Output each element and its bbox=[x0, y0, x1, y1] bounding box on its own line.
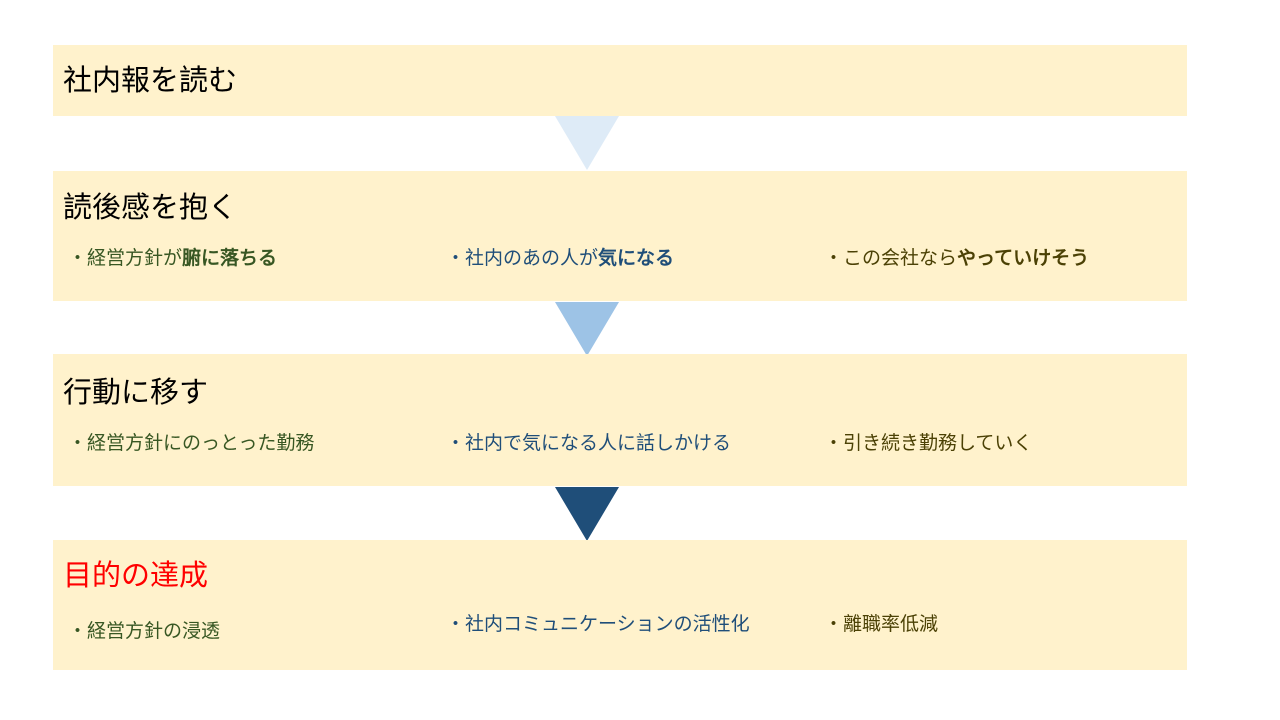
stage-title: 目的の達成 bbox=[63, 558, 209, 592]
bullet-company-future: ・この会社ならやっていけそう bbox=[824, 245, 1089, 271]
bullet-policy-penetration: ・経営方針の浸透 bbox=[68, 618, 220, 644]
bullet-text: ・経営方針にのっとった勤務 bbox=[68, 432, 315, 454]
bullet-communication: ・社内コミュニケーションの活性化 bbox=[446, 611, 750, 637]
stage-take-action: 行動に移す ・経営方針にのっとった勤務 ・社内で気になる人に話しかける ・引き続… bbox=[53, 354, 1187, 486]
down-arrow-icon bbox=[555, 487, 619, 541]
bullet-text: ・経営方針が bbox=[68, 247, 183, 269]
bullet-management-policy: ・経営方針が腑に落ちる bbox=[68, 245, 277, 271]
down-arrow-icon bbox=[555, 302, 619, 356]
bullet-text: ・経営方針の浸透 bbox=[68, 620, 221, 642]
bullet-policy-work: ・経営方針にのっとった勤務 bbox=[68, 430, 314, 456]
bullet-text: ・社内コミュニケーションの活性化 bbox=[446, 613, 750, 635]
bullet-talk-colleague: ・社内で気になる人に話しかける bbox=[446, 430, 731, 456]
stage-title: 読後感を抱く bbox=[63, 190, 238, 224]
bullet-turnover: ・離職率低減 bbox=[824, 611, 938, 637]
bullet-text: ・引き続き勤務していく bbox=[824, 432, 1033, 454]
bullet-text: ・社内で気になる人に話しかける bbox=[446, 432, 732, 454]
stage-impression: 読後感を抱く ・経営方針が腑に落ちる ・社内のあの人が気になる ・この会社ならや… bbox=[53, 171, 1187, 301]
stage-goal-achieved: 目的の達成 ・経営方針の浸透 ・社内コミュニケーションの活性化 ・離職率低減 bbox=[53, 540, 1187, 670]
stage-title: 社内報を読む bbox=[63, 63, 238, 97]
bullet-text: ・この会社なら bbox=[824, 247, 958, 269]
bullet-emphasis: 気になる bbox=[598, 247, 675, 269]
bullet-text: ・社内のあの人が bbox=[446, 247, 599, 269]
bullet-colleague: ・社内のあの人が気になる bbox=[446, 245, 674, 271]
bullet-continue-work: ・引き続き勤務していく bbox=[824, 430, 1032, 456]
bullet-emphasis: やっていけそう bbox=[957, 247, 1090, 269]
bullet-text: ・離職率低減 bbox=[824, 613, 939, 635]
down-arrow-icon bbox=[555, 116, 619, 170]
stage-read-newsletter: 社内報を読む bbox=[53, 45, 1187, 116]
bullet-emphasis: 腑に落ちる bbox=[182, 247, 278, 269]
stage-title: 行動に移す bbox=[63, 375, 209, 409]
